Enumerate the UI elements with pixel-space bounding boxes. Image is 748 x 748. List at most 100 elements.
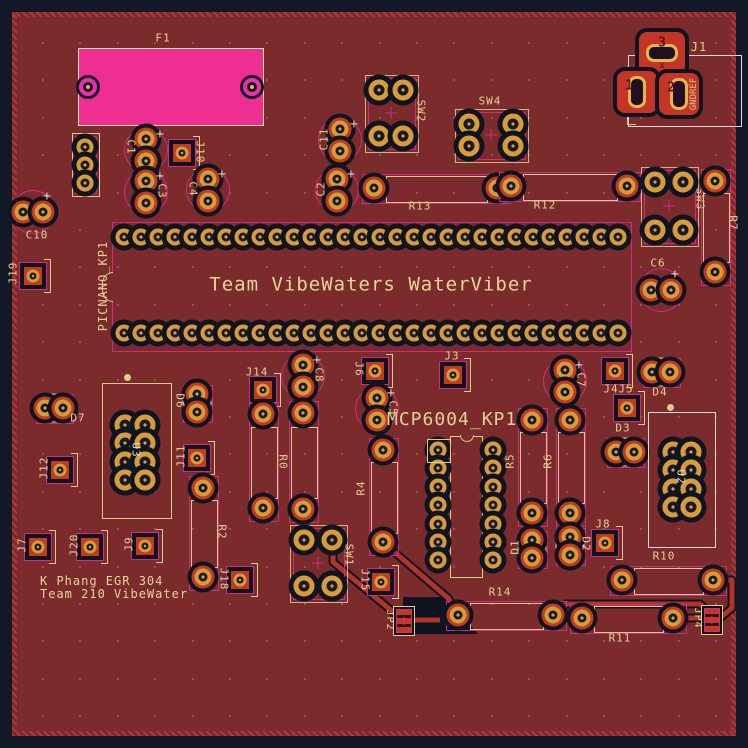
- resistor-pad: [449, 606, 467, 624]
- crosshair-mark: [490, 129, 492, 141]
- component-label: MCP6004_KP1: [387, 409, 518, 430]
- grid-dot: [603, 566, 605, 568]
- pin1-bracket-icon: [386, 354, 393, 388]
- grid-dot: [304, 491, 306, 493]
- component-label: D1: [508, 539, 522, 555]
- diode-pad: [661, 363, 679, 381]
- jumper-pad-hole: [620, 401, 634, 415]
- pad-net-label: GNDREF: [689, 77, 699, 111]
- header-pin-pad: [234, 228, 252, 246]
- ic-pad: [484, 441, 502, 459]
- component-label: J14: [245, 365, 269, 379]
- grid-dot: [229, 266, 231, 268]
- header-pin-pad: [541, 324, 559, 342]
- grid-dot: [640, 715, 642, 717]
- silk-dot: [667, 404, 674, 411]
- ic-pad: [484, 496, 502, 514]
- pin1-bracket-icon: [44, 259, 51, 293]
- header-pin-pad: [473, 324, 491, 342]
- diode-pad: [561, 528, 579, 546]
- capacitor-pad: [199, 170, 217, 188]
- grid-dot: [640, 566, 642, 568]
- capacitor-pad: [137, 194, 155, 212]
- resistor-courtyard: [518, 408, 548, 527]
- grid-dot: [640, 416, 642, 418]
- resistor-pad: [523, 504, 541, 522]
- grid-dot: [453, 416, 455, 418]
- fuse-mount-hole: [79, 78, 97, 96]
- resistor-body: [634, 568, 704, 595]
- grid-dot: [117, 566, 119, 568]
- jumper-pad: [601, 354, 633, 388]
- grid-dot: [491, 379, 493, 381]
- grid-dot: [117, 528, 119, 530]
- grid-dot: [491, 154, 493, 156]
- diode-pad: [523, 531, 541, 549]
- capacitor-courtyard-circle: [281, 354, 325, 398]
- grid-dot: [416, 42, 418, 44]
- grid-dot: [566, 154, 568, 156]
- pin1-bracket-icon: [193, 136, 200, 170]
- resistor-courtyard: [249, 402, 279, 522]
- grid-dot: [229, 491, 231, 493]
- grid-dot: [229, 379, 231, 381]
- grid-dot: [304, 640, 306, 642]
- grid-dot: [266, 266, 268, 268]
- diode-pad: [54, 399, 72, 417]
- solder-jumper-gap: [705, 614, 719, 617]
- grid-dot: [566, 640, 568, 642]
- connector-courtyard: [75, 136, 97, 194]
- switch-pad: [392, 125, 414, 147]
- grid-dot: [341, 266, 343, 268]
- grid-dot: [379, 42, 381, 44]
- grid-dot: [603, 491, 605, 493]
- jumper-pad-hole: [608, 364, 622, 378]
- jumper-pad: [183, 441, 215, 475]
- grid-dot: [341, 453, 343, 455]
- grid-dot: [379, 640, 381, 642]
- grid-dot: [528, 192, 530, 194]
- grid-dot: [341, 379, 343, 381]
- grid-dot: [640, 266, 642, 268]
- grid-dot: [79, 379, 81, 381]
- header-pin-pad: [183, 324, 201, 342]
- resistor-pad: [618, 177, 636, 195]
- grid-dot: [304, 266, 306, 268]
- component-label: R4: [354, 480, 368, 496]
- header-pin-pad: [132, 324, 150, 342]
- grid-dot: [528, 117, 530, 119]
- grid-dot: [79, 304, 81, 306]
- grid-dot: [192, 528, 194, 530]
- header-pin-pad: [388, 324, 406, 342]
- grid-dot: [229, 453, 231, 455]
- grid-dot: [304, 566, 306, 568]
- silkscreen-text: Team VibeWaters WaterViber: [209, 273, 533, 296]
- grid-dot: [154, 528, 156, 530]
- switch-courtyard: [641, 167, 699, 247]
- header-pin-pad: [405, 324, 423, 342]
- ic-pad: [429, 459, 447, 477]
- grid-dot: [79, 42, 81, 44]
- resistor-courtyard: [189, 476, 219, 591]
- header-pin-pad: [251, 324, 269, 342]
- ic-pad: [429, 496, 447, 514]
- grid-dot: [528, 491, 530, 493]
- resistor-pad: [664, 609, 682, 627]
- component-label: D6: [173, 393, 187, 409]
- copper-trace: [713, 577, 735, 620]
- switch-pad: [293, 575, 315, 597]
- grid-dot: [603, 640, 605, 642]
- component-label: C3: [155, 183, 169, 199]
- ic-outline: [102, 383, 172, 519]
- grid-dot: [266, 678, 268, 680]
- resistor-body: [523, 174, 618, 201]
- grid-dot: [715, 42, 717, 44]
- grid-dot: [304, 42, 306, 44]
- grid-dot: [229, 341, 231, 343]
- grid-dot: [79, 715, 81, 717]
- grid-dot: [229, 640, 231, 642]
- ic-pad: [484, 551, 502, 569]
- grid-dot: [528, 566, 530, 568]
- grid-dot: [640, 379, 642, 381]
- grid-dot: [416, 379, 418, 381]
